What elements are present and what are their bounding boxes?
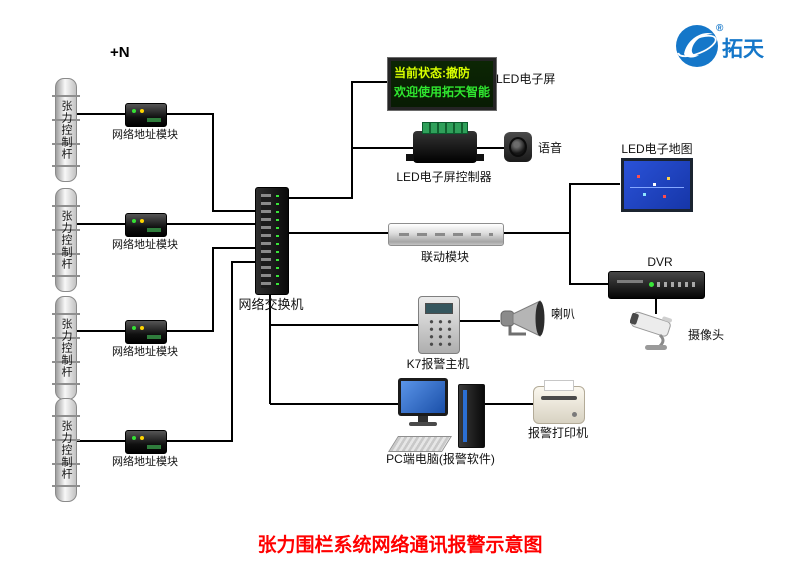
led-display-label: LED电子屏 (496, 72, 556, 86)
switch-leds-icon (276, 195, 279, 287)
switch-ports-icon (261, 194, 271, 288)
dvr-slot-icon (617, 280, 643, 283)
network-switch-icon (255, 187, 289, 295)
module-led-icon (132, 436, 136, 440)
tension-pole-label: 张力控制杆 (60, 210, 72, 270)
k7-keypad-icon (425, 317, 453, 347)
monitor-stand-icon (418, 416, 428, 422)
module-terminal-icon (147, 118, 161, 122)
monitor-icon (398, 378, 448, 416)
dvr-icon (608, 271, 705, 299)
linkage-module-label: 联动模块 (420, 250, 469, 264)
tension-pole-label: 张力控制杆 (60, 100, 72, 160)
led-display-line1: 当前状态:撤防 (394, 66, 470, 80)
alarm-printer-icon (533, 380, 585, 424)
network-address-module-label: 网络地址模块 (112, 456, 178, 468)
tension-pole: 张力控制杆 (52, 296, 80, 400)
brand-name: 拓天 (722, 38, 764, 61)
dvr-label: DVR (647, 255, 673, 269)
network-address-module-icon (125, 320, 167, 344)
monitor-screen-icon (401, 381, 445, 413)
led-display-line2: 欢迎使用拓天智能 (394, 85, 491, 99)
voice-speaker-icon (504, 132, 532, 162)
led-map-icon (621, 158, 693, 212)
module-terminal-icon (147, 445, 161, 449)
horn-label: 喇叭 (551, 307, 576, 321)
voice-label: 语音 (538, 141, 563, 155)
module-terminal-icon (147, 335, 161, 339)
led-controller-icon (406, 122, 484, 163)
diagram-title: 张力围栏系统网络通讯报警示意图 (257, 535, 543, 556)
module-led-icon (132, 109, 136, 113)
keyboard-icon (388, 436, 452, 452)
k7-screen-icon (425, 303, 453, 314)
pc-workstation-icon (388, 378, 485, 454)
linkage-module-icon (388, 223, 504, 246)
network-address-module-icon (125, 213, 167, 237)
controller-terminal-icon (422, 122, 468, 134)
tension-pole-label: 张力控制杆 (60, 420, 72, 480)
tuotian-logo-icon (676, 25, 718, 67)
module-led-icon (132, 326, 136, 330)
k7-alarm-host-icon (418, 296, 460, 354)
led-map-label: LED电子地图 (621, 142, 693, 156)
registered-mark: ® (716, 23, 724, 34)
dvr-led-icon (649, 282, 654, 287)
network-switch-label: 网络交换机 (238, 297, 304, 312)
tension-pole-label: 张力控制杆 (60, 318, 72, 378)
led-display-icon: 当前状态:撤防 欢迎使用拓天智能 (388, 58, 496, 110)
plus-n-annotation: +N (110, 44, 130, 61)
module-led-icon (132, 219, 136, 223)
tension-pole: 张力控制杆 (52, 78, 80, 182)
cctv-camera-icon (630, 311, 672, 350)
map-markers-icon (637, 175, 640, 178)
k7-alarm-host-label: K7报警主机 (406, 357, 470, 371)
network-address-module-icon (125, 103, 167, 127)
tension-pole: 张力控制杆 (52, 398, 80, 502)
led-controller-label: LED电子屏控制器 (396, 170, 492, 184)
dvr-buttons-icon (657, 282, 697, 287)
alarm-printer-label: 报警打印机 (527, 426, 588, 440)
printer-paper-icon (544, 380, 574, 391)
printer-slot-icon (541, 396, 577, 400)
horn-speaker-icon (500, 300, 545, 337)
tension-pole: 张力控制杆 (52, 188, 80, 292)
network-address-module-label: 网络地址模块 (112, 346, 178, 358)
camera-label: 摄像头 (688, 328, 725, 342)
monitor-base-icon (409, 422, 437, 426)
printer-button-icon (572, 412, 577, 417)
network-address-module-label: 网络地址模块 (112, 129, 178, 141)
network-address-module-icon (125, 430, 167, 454)
pc-tower-icon (458, 384, 485, 448)
network-address-module-label: 网络地址模块 (112, 239, 178, 251)
module-terminal-icon (147, 228, 161, 232)
pc-workstation-label: PC端电脑(报警软件) (386, 452, 495, 466)
